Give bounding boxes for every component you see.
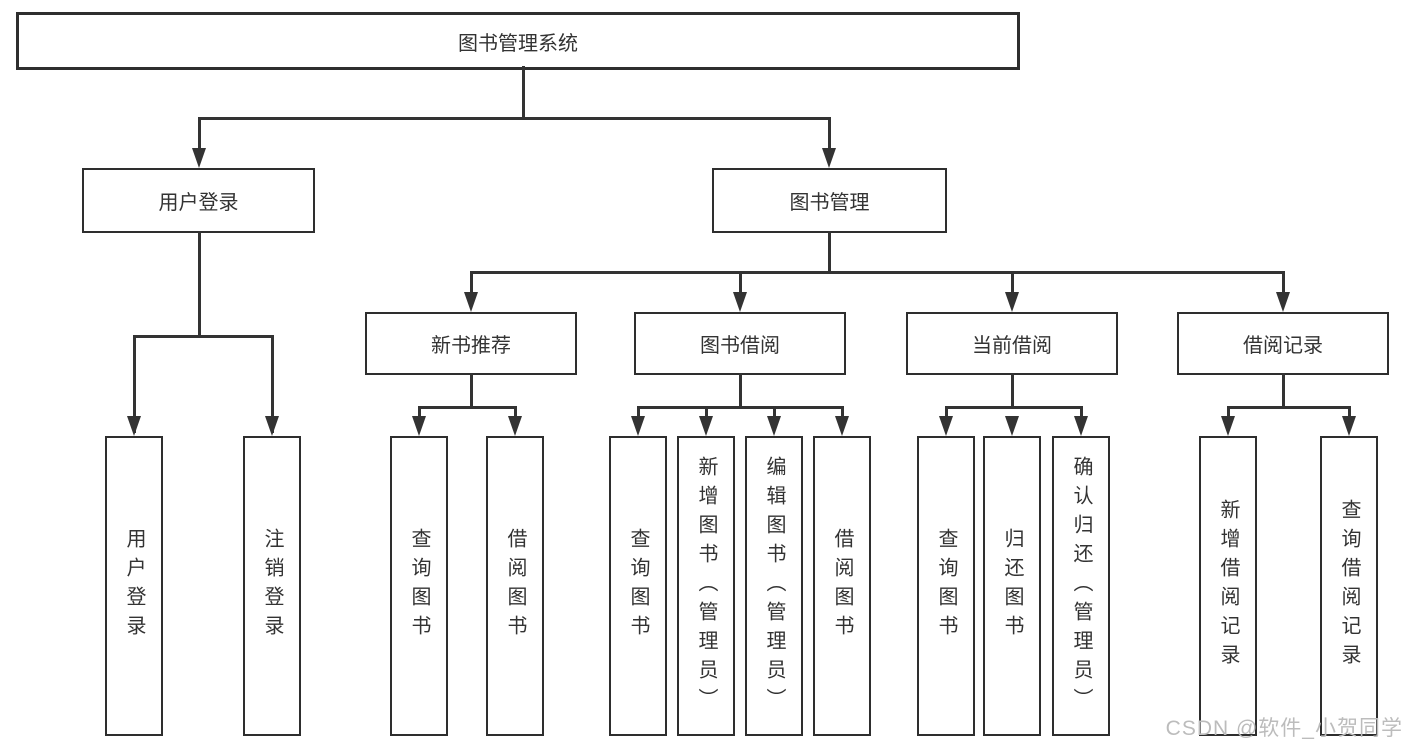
connector-line	[469, 271, 473, 295]
connector-line	[738, 271, 742, 295]
connector-line	[197, 117, 831, 120]
leaf-label: 查询借阅记录	[1338, 499, 1360, 673]
arrow-down-icon	[939, 416, 953, 436]
node-label: 借阅记录	[1243, 335, 1323, 357]
leaf-add-borrow-record: 新增借阅记录	[1199, 436, 1257, 736]
leaf-add-books-admin: 新增图书（管理员）	[677, 436, 735, 736]
arrow-down-icon	[822, 148, 836, 168]
connector-line	[1010, 271, 1014, 295]
leaf-label: 借阅图书	[504, 528, 526, 644]
node-book-management: 图书管理	[712, 168, 947, 233]
connector-line	[197, 117, 201, 151]
connector-line	[704, 406, 708, 420]
connector-line	[1281, 373, 1285, 409]
node-label: 用户登录	[158, 192, 239, 214]
connector-line	[513, 406, 517, 420]
leaf-query-borrow-record: 查询借阅记录	[1320, 436, 1378, 736]
connector-line	[197, 231, 201, 338]
connector-line	[738, 373, 742, 409]
node-book-borrowing: 图书借阅	[634, 312, 846, 375]
arrow-down-icon	[1074, 416, 1088, 436]
connector-line	[417, 406, 517, 409]
node-library-management-system: 图书管理系统	[16, 12, 1020, 70]
connector-line	[270, 335, 274, 433]
connector-line	[1226, 406, 1351, 409]
connector-line	[828, 231, 831, 274]
connector-line	[1010, 373, 1014, 409]
arrow-down-icon	[1221, 416, 1235, 436]
connector-line	[1281, 271, 1285, 295]
arrow-down-icon	[1342, 416, 1356, 436]
connector-line	[636, 406, 640, 420]
node-label: 当前借阅	[972, 335, 1052, 357]
connector-line	[636, 406, 844, 409]
leaf-confirm-return-admin: 确认归还（管理员）	[1052, 436, 1110, 736]
connector-line	[1347, 406, 1351, 420]
arrow-down-icon	[1005, 292, 1019, 312]
connector-line	[944, 406, 1083, 409]
arrow-down-icon	[127, 416, 141, 436]
leaf-label: 确认归还（管理员）	[1070, 455, 1092, 717]
connector-line	[772, 406, 776, 420]
node-label: 图书管理	[789, 192, 870, 214]
connector-line	[1079, 406, 1083, 420]
arrow-down-icon	[699, 416, 713, 436]
connector-line	[417, 406, 421, 420]
arrow-down-icon	[733, 292, 747, 312]
arrow-down-icon	[1005, 416, 1019, 436]
leaf-label: 查询图书	[408, 528, 430, 644]
arrow-down-icon	[767, 416, 781, 436]
watermark: CSDN @软件_小贺同学	[1165, 717, 1403, 740]
arrow-down-icon	[631, 416, 645, 436]
arrow-down-icon	[412, 416, 426, 436]
arrow-down-icon	[508, 416, 522, 436]
node-current-borrowing: 当前借阅	[906, 312, 1118, 375]
connector-line	[132, 335, 136, 433]
leaf-label: 借阅图书	[831, 528, 853, 644]
leaf-query-books-recommend: 查询图书	[390, 436, 448, 736]
leaf-borrow-books: 借阅图书	[813, 436, 871, 736]
node-user-login: 用户登录	[82, 168, 315, 233]
leaf-borrow-books-recommend: 借阅图书	[486, 436, 544, 736]
node-new-book-recommendation: 新书推荐	[365, 312, 577, 375]
arrow-down-icon	[835, 416, 849, 436]
connector-line	[132, 335, 274, 338]
connector-line	[827, 117, 831, 151]
leaf-label: 新增借阅记录	[1217, 499, 1239, 673]
leaf-query-books-current: 查询图书	[917, 436, 975, 736]
leaf-label: 归还图书	[1001, 528, 1023, 644]
leaf-label: 用户登录	[123, 528, 145, 644]
leaf-label: 查询图书	[627, 528, 649, 644]
connector-line	[521, 66, 525, 120]
node-label: 图书管理系统	[458, 32, 578, 55]
arrow-down-icon	[464, 292, 478, 312]
connector-line	[1226, 406, 1230, 420]
node-label: 新书推荐	[431, 335, 511, 357]
leaf-label: 编辑图书（管理员）	[763, 455, 785, 717]
arrow-down-icon	[1276, 292, 1290, 312]
arrow-down-icon	[192, 148, 206, 168]
node-borrowing-records: 借阅记录	[1177, 312, 1389, 375]
leaf-return-books: 归还图书	[983, 436, 1041, 736]
connector-line	[469, 271, 1285, 274]
leaf-logout: 注销登录	[243, 436, 301, 736]
leaf-edit-books-admin: 编辑图书（管理员）	[745, 436, 803, 736]
connector-line	[469, 373, 473, 409]
connector-line	[840, 406, 844, 420]
connector-line	[944, 406, 948, 420]
arrow-down-icon	[265, 416, 279, 436]
leaf-user-login: 用户登录	[105, 436, 163, 736]
leaf-query-books-borrow: 查询图书	[609, 436, 667, 736]
leaf-label: 新增图书（管理员）	[695, 455, 717, 717]
leaf-label: 注销登录	[261, 528, 283, 644]
leaf-label: 查询图书	[935, 528, 957, 644]
node-label: 图书借阅	[700, 335, 780, 357]
